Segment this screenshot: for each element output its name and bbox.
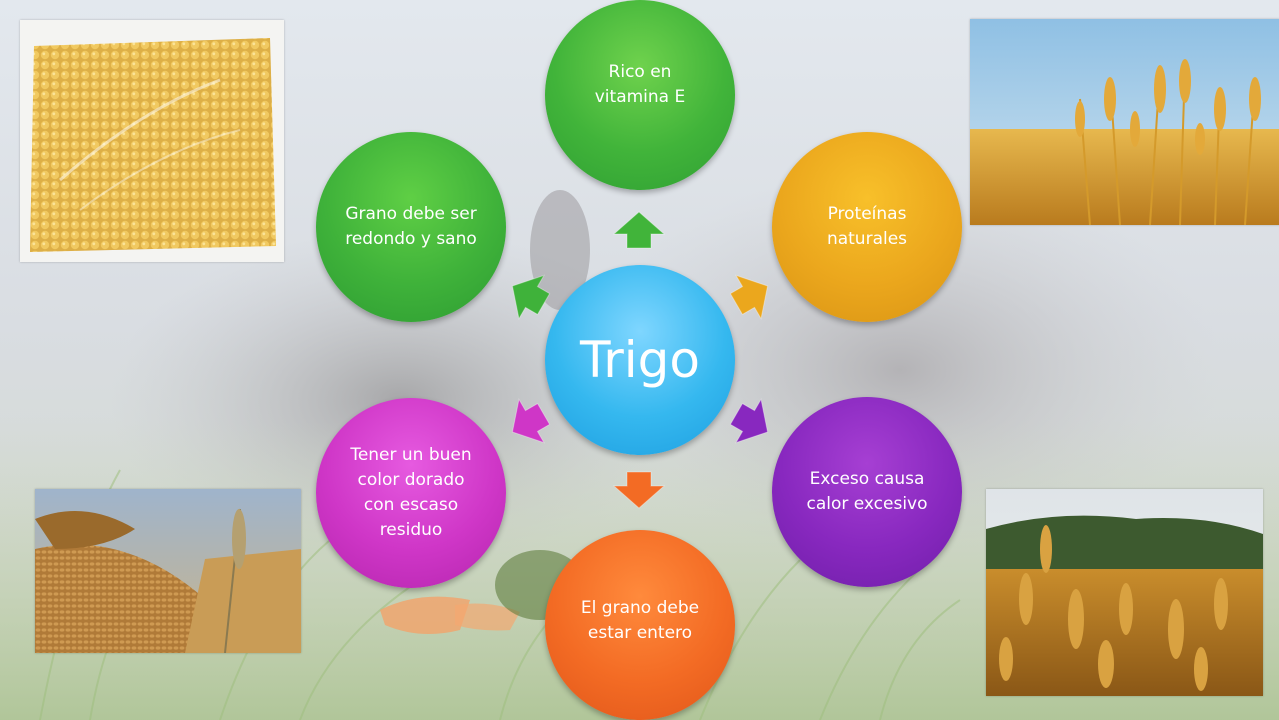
arrow-lower-right xyxy=(729,397,769,444)
node-color-dorado: Tener un buen color dorado con escaso re… xyxy=(316,398,506,588)
node-label-lower-right: Exceso causa calor excesivo xyxy=(806,469,928,514)
node-label-upper-right: Proteínas naturales xyxy=(826,204,908,249)
wheat-field-photo xyxy=(986,489,1263,696)
node-exceso-calor: Exceso causa calor excesivo xyxy=(772,397,962,587)
arrow-upper-right xyxy=(729,274,769,321)
node-label-bottom: El grano debe estar entero xyxy=(580,598,700,643)
wheat-sky-photo xyxy=(970,19,1279,225)
arrow-upper-left xyxy=(511,274,551,321)
node-grano-entero: El grano debe estar entero xyxy=(545,530,735,720)
arrow-lower-left xyxy=(511,397,551,444)
node-label-upper-left: Grano debe ser redondo y sano xyxy=(345,204,477,249)
arrow-top xyxy=(612,211,666,249)
node-proteinas-naturales: Proteínas naturales xyxy=(772,132,962,322)
node-label-lower-left: Tener un buen color dorado con escaso re… xyxy=(350,445,472,540)
node-label-top: Rico en vitamina E xyxy=(594,62,686,107)
center-node-label: Trigo xyxy=(580,331,700,389)
node-rico-vitamina-e: Rico en vitamina E xyxy=(545,0,735,190)
grain-bag-photo xyxy=(20,20,284,262)
wheat-pile-photo xyxy=(35,489,301,653)
node-grano-redondo: Grano debe ser redondo y sano xyxy=(316,132,506,322)
arrow-bottom xyxy=(612,471,666,509)
center-node-trigo: Trigo xyxy=(545,265,735,455)
